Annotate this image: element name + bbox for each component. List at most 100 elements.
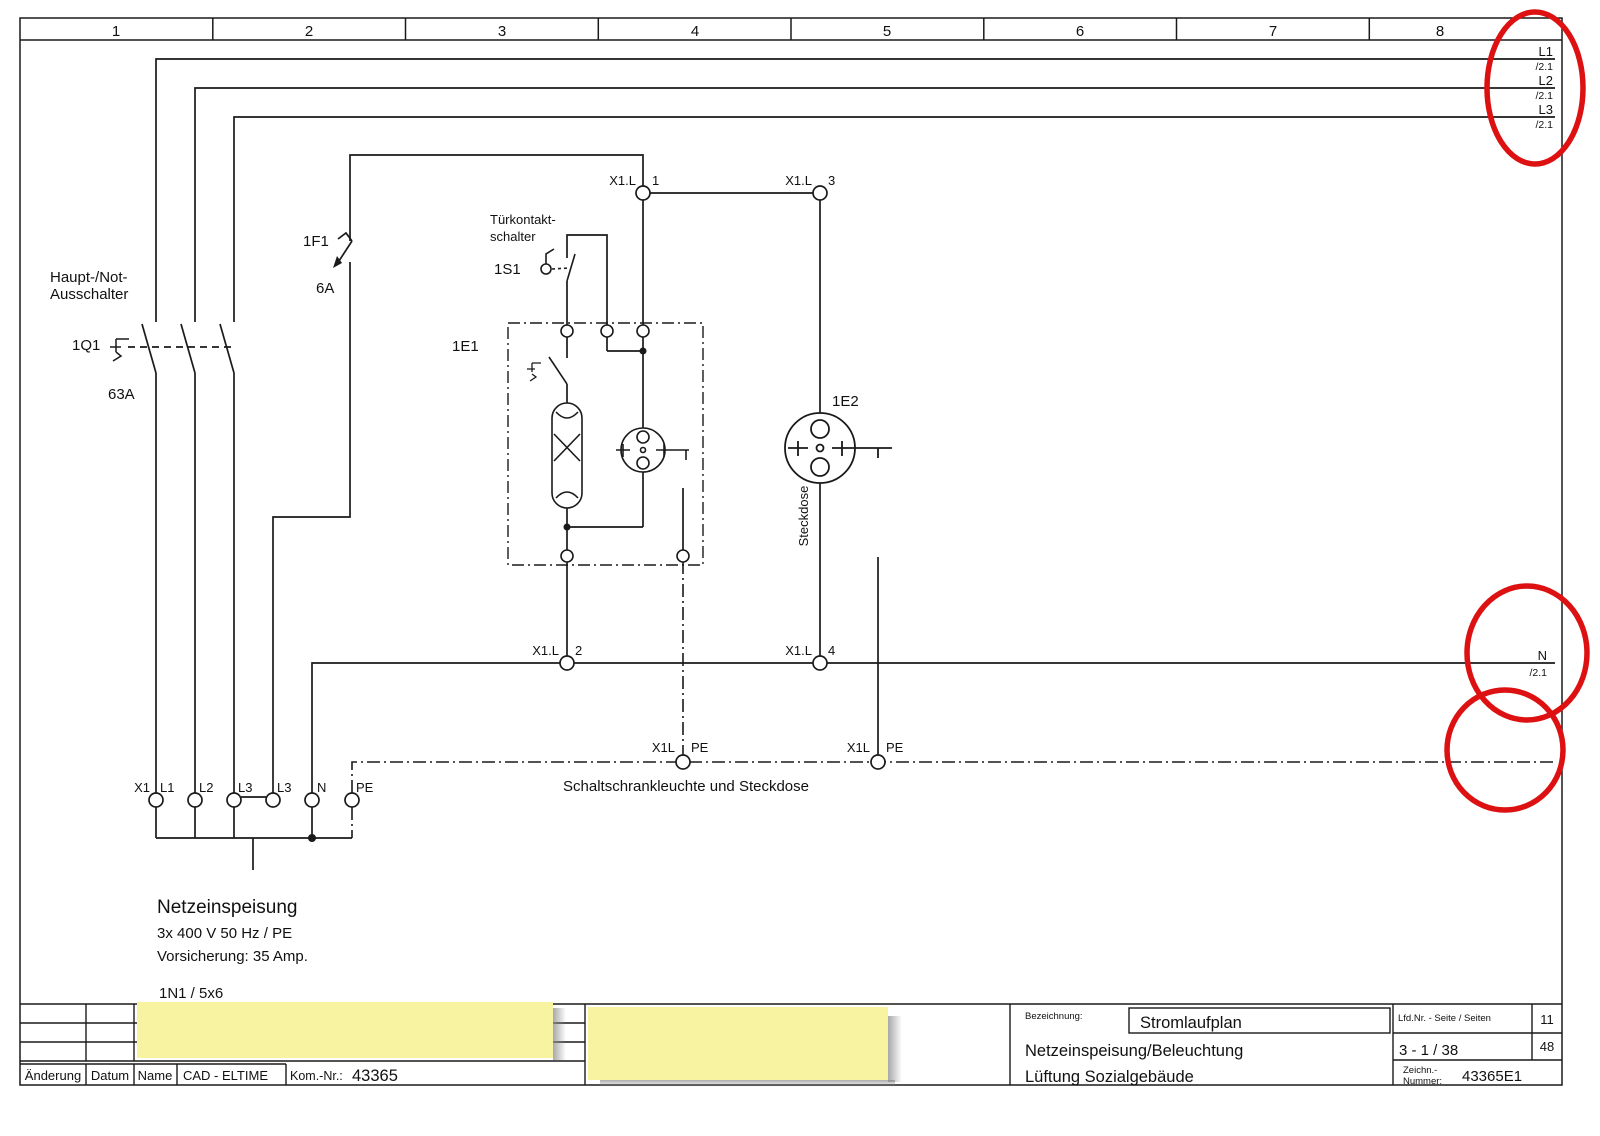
terminal-x1-pin-l3b: L3: [277, 780, 291, 795]
ref-L2-page: /2.1: [1535, 90, 1553, 102]
sticky-note-2-shadow-bottom: [600, 1080, 895, 1087]
pushbutton-stem: [545, 248, 555, 264]
door-switch-1S1: 1S1 Türkontakt- schalter: [490, 212, 576, 282]
cabinet-light-1E1: 1E1: [452, 322, 704, 566]
ref-L1: L1: [1539, 44, 1553, 59]
ruler-col-3: 3: [498, 23, 506, 40]
sticky-note-1-shadow: [553, 1008, 566, 1060]
wire-L2: [194, 87, 1555, 322]
annotations: [1444, 9, 1590, 813]
junction-dot: [308, 834, 316, 842]
light-switch-blade: [548, 356, 568, 385]
main-switch-name-line2: Ausschalter: [50, 286, 128, 303]
ruler-col-1: 1: [112, 23, 120, 40]
switch-blade: [180, 323, 196, 374]
lamp-arc-top: [555, 411, 579, 419]
zeichn-label1: Zeichn.-: [1403, 1065, 1437, 1076]
ref-N-page: /2.1: [1529, 667, 1547, 679]
ref-N: N: [1538, 648, 1547, 663]
terminal-circles: [148, 185, 886, 808]
sticky-note-1: [137, 1002, 553, 1058]
ruler-col-5: 5: [883, 23, 891, 40]
lfd-header: Lfd.Nr. - Seite / Seiten: [1398, 1013, 1491, 1024]
unit-boundary-box: [507, 322, 704, 566]
supply-title: Netzeinspeisung: [157, 897, 297, 918]
junction-dot: [639, 347, 647, 355]
annotation-circle-pe: [1444, 687, 1566, 813]
supply-cable: 1N1 / 5x6: [159, 985, 223, 1002]
socket-label: 1E2: [832, 393, 859, 410]
annotation-circle-phases: [1484, 9, 1586, 167]
fuse-rating: 6A: [316, 280, 334, 297]
terminal-x1-pin-n: N: [317, 780, 326, 795]
phase-reference-labels: L1 /2.1 L2 /2.1 L3 /2.1 N /2.1: [1529, 44, 1553, 679]
terminal-x1l3-strip: X1.L: [785, 173, 812, 188]
supply-line3: Vorsicherung: 35 Amp.: [157, 948, 308, 965]
pages-bottom: 48: [1540, 1039, 1554, 1054]
annotation-circle-neutral: [1464, 583, 1590, 723]
socket-pins-inner: [616, 444, 689, 460]
doc-title-line2: Lüftung Sozialgebäude: [1025, 1068, 1194, 1086]
ruler-col-7: 7: [1269, 23, 1277, 40]
terminal-x1-strip: X1: [134, 780, 150, 795]
ref-L1-page: /2.1: [1535, 61, 1553, 73]
lamp-arc-bottom: [555, 491, 579, 499]
column-ruler: 1 2 3 4 5 6 7 8: [112, 23, 1444, 40]
wire-L1: [155, 58, 1555, 322]
main-switch-name-line1: Haupt-/Not-: [50, 269, 128, 286]
socket-1E2: 1E2 Steckdose: [784, 393, 892, 547]
breaker-hook: [337, 231, 353, 242]
terminal-x1l2-pin: 2: [575, 643, 582, 658]
title-block-text: Änderung Datum Name CAD - ELTIME Kom.-Nr…: [25, 1011, 1554, 1087]
socket-name: Steckdose: [796, 486, 811, 547]
ruler-col-8: 8: [1436, 23, 1444, 40]
ref-L3-page: /2.1: [1535, 119, 1553, 131]
terminal-x1-pin-l1: L1: [160, 780, 174, 795]
lamp-cross: [553, 433, 581, 462]
door-switch-name-line1: Türkontakt-: [490, 212, 556, 227]
redaction-notes: [137, 1002, 902, 1087]
cad-credit: CAD - ELTIME: [183, 1068, 268, 1083]
circuit-caption: Schaltschrankleuchte und Steckdose: [563, 778, 809, 795]
light-switch-actuator-icon: [527, 362, 541, 382]
pushbutton-icon: [540, 263, 552, 275]
ref-L3: L3: [1539, 102, 1553, 117]
terminal-pe2-pin: PE: [886, 740, 904, 755]
breaker-arrow: [333, 256, 342, 268]
door-switch-label: 1S1: [494, 261, 521, 278]
main-switch-label: 1Q1: [72, 337, 100, 354]
terminal-pe1-strip: X1L: [652, 740, 675, 755]
cabinet-light-label: 1E1: [452, 338, 479, 355]
terminal-x1l4-pin: 4: [828, 643, 835, 658]
lfd-value: 3 - 1 / 38: [1399, 1042, 1458, 1059]
ruler-col-2: 2: [305, 23, 313, 40]
wires: [155, 58, 1555, 870]
supply-line2: 3x 400 V 50 Hz / PE: [157, 925, 292, 942]
fuse-label: 1F1: [303, 233, 329, 250]
ref-L2: L2: [1539, 73, 1553, 88]
pages-top: 11: [1540, 1012, 1554, 1027]
terminal-x1-pin-l2: L2: [199, 780, 213, 795]
revision-col-datum: Datum: [91, 1068, 129, 1083]
terminal-x1l1-pin: 1: [652, 173, 659, 188]
lamp-icon: [551, 402, 583, 509]
kom-nr-label: Kom.-Nr.:: [290, 1069, 343, 1083]
revision-col-aenderung: Änderung: [25, 1068, 81, 1083]
main-switch-rating: 63A: [108, 386, 135, 403]
bezeichnung-label: Bezeichnung:: [1025, 1011, 1083, 1022]
fuse-1F1: 1F1 6A: [303, 231, 353, 297]
actuator-link: [551, 267, 570, 270]
door-switch-name-line2: schalter: [490, 229, 536, 244]
terminal-labels: X1.L 1 X1.L 3 X1.L 2 X1.L 4 X1L PE X1L P…: [134, 173, 904, 795]
revision-col-name: Name: [138, 1068, 173, 1083]
ruler-col-6: 6: [1076, 23, 1084, 40]
zeichn-label2: Nummer:: [1403, 1076, 1442, 1087]
sticky-note-2-shadow-right: [888, 1016, 902, 1082]
junction-dot: [563, 523, 571, 531]
sticky-note-2: [588, 1007, 888, 1080]
terminal-x1-pin-pe: PE: [356, 780, 374, 795]
switch-blade: [219, 323, 235, 374]
kom-nr-value: 43365: [352, 1067, 398, 1085]
